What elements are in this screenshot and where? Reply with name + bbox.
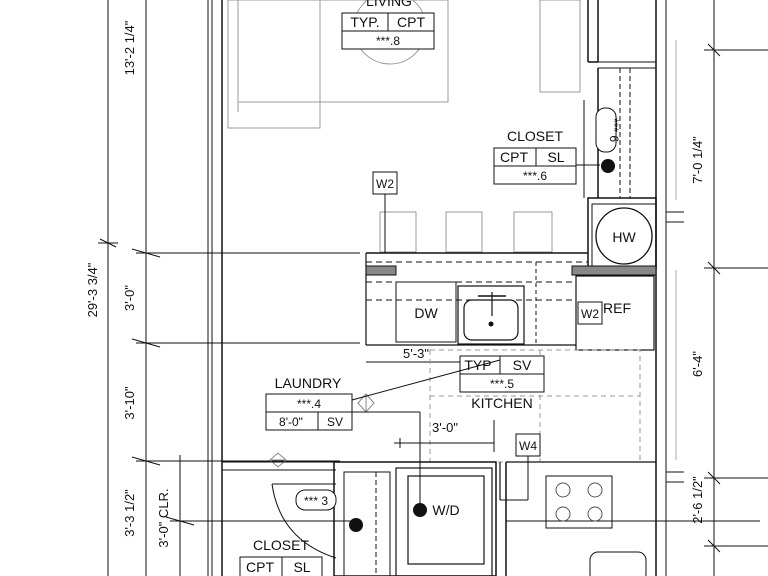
room-label-kitchen: KITCHEN — [471, 395, 532, 411]
w2-ref-box — [577, 301, 603, 325]
room-label-living: LIVING — [366, 0, 412, 9]
kitchen-finish-b: SV — [513, 357, 532, 373]
sink-drain — [488, 321, 494, 327]
w2-upper-label: W2 — [376, 177, 394, 191]
closet-bottom-door-tag: *** 3 — [295, 489, 337, 511]
laundry-code: ***.4 — [297, 397, 321, 411]
dim-3-0-laundry: 3'-0" — [432, 420, 458, 435]
living-finish-a: TYP. — [350, 14, 379, 30]
laundry-finish: SV — [327, 415, 343, 429]
wd-dot — [413, 503, 427, 517]
room-label-closet-top: CLOSET — [507, 128, 563, 144]
room-label-laundry: LAUNDRY — [275, 375, 342, 391]
bottom-walls — [222, 461, 656, 576]
closet-bottom-finish-a: CPT — [246, 559, 274, 575]
closet-bottom-door-code: *** 3 — [304, 494, 328, 508]
dim-6-4: 6'-4" — [690, 351, 705, 377]
wd-label: W/D — [432, 502, 459, 518]
room-label-closet-bottom: CLOSET — [253, 537, 309, 553]
dim-3-0-left: 3'-0" — [122, 285, 137, 311]
closet-bottom-finish-b: SL — [293, 559, 310, 575]
closet-top-door-code: *** 6 — [607, 118, 621, 142]
w2-ref-label: W2 — [581, 307, 599, 321]
dim-29-3: 29'-3 3/4" — [85, 262, 100, 317]
hw-label: HW — [612, 229, 636, 245]
counter-wall-hatch-left — [365, 265, 397, 276]
dim-3-10: 3'-10" — [122, 386, 137, 420]
closet-bottom-door-swing — [271, 483, 337, 559]
dim-13-2: 13'-2 1/4" — [122, 20, 137, 75]
kitchen-tag: TYP SV ***.5 KITCHEN — [459, 355, 545, 411]
dim-5-3: 5'-3" — [403, 346, 429, 361]
counter-wall-hatch-right — [571, 265, 657, 276]
closet-top-tag: CLOSET CPT SL ***.6 — [493, 128, 577, 185]
ref-label: REF — [603, 300, 631, 316]
living-code: ***.8 — [376, 34, 400, 48]
dim-3-3: 3'-3 1/2" — [122, 489, 137, 537]
right-dimension-lines — [666, 0, 768, 576]
kitchen-code: ***.5 — [490, 377, 514, 391]
closet-bottom-light-dot — [349, 518, 363, 532]
closet-top-finish-a: CPT — [500, 149, 528, 165]
living-room-tag: LIVING TYP. CPT ***.8 — [341, 0, 435, 50]
dim-2-6: 2'-6 1/2" — [690, 476, 705, 524]
closet-top-finish-b: SL — [547, 149, 564, 165]
laundry-height: 8'-0" — [279, 415, 303, 429]
bath-fixture-partial — [589, 551, 647, 576]
kitchen-counter — [365, 252, 588, 346]
stove-burners — [555, 482, 603, 522]
closet-top-code: ***.6 — [523, 169, 547, 183]
right-dimension-texts: 7'-0 1/4" 6'-4" 2'-6 1/2" — [690, 136, 705, 524]
left-dimension-texts: 13'-2 1/4" 29'-3 3/4" 3'-0" 3'-10" 3'-3 … — [85, 20, 171, 547]
dim-3-0-clr: 3'-0" CLR. — [156, 488, 171, 547]
kitchen-finish-a: TYP — [464, 357, 491, 373]
left-dimension-lines — [98, 0, 360, 576]
closet-bottom-tag: CLOSET CPT SL — [239, 537, 323, 576]
hot-water-heater — [595, 207, 653, 265]
closet-top-door-tag: *** 6 — [595, 107, 621, 153]
window-tag-w2-upper: W2 — [372, 171, 398, 253]
leader-lines — [196, 359, 760, 522]
laundry-tag: LAUNDRY ***.4 8'-0" SV — [265, 375, 353, 431]
exterior-walls — [207, 0, 667, 576]
dim-7-0: 7'-0 1/4" — [690, 136, 705, 184]
closet-top-light-dot — [601, 159, 615, 173]
dw-label: DW — [414, 305, 438, 321]
living-finish-b: CPT — [397, 14, 425, 30]
w4-box — [515, 433, 541, 457]
w4-label: W4 — [519, 439, 537, 453]
